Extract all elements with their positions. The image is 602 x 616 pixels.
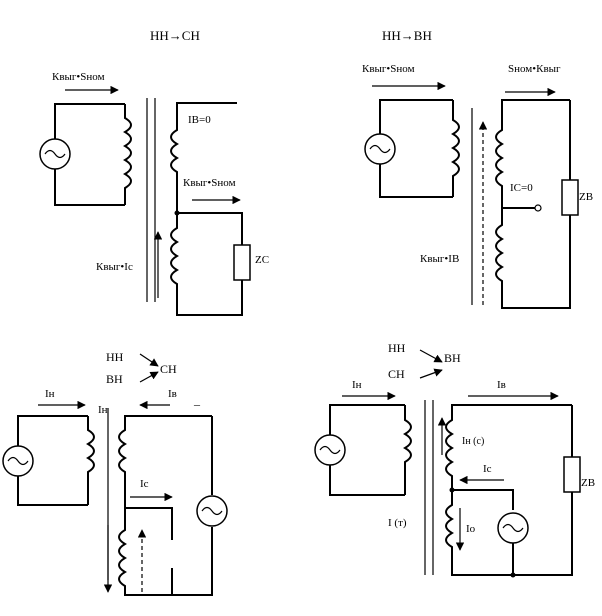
q2-current-c: IС=0	[510, 182, 533, 194]
q3-label-nn: НН	[106, 350, 124, 364]
q4-sine-icon	[319, 445, 341, 455]
q4-load-resistor	[563, 456, 581, 493]
q1-flow-out-label: Квыг•Sном	[183, 177, 236, 189]
q4-primary-coil	[403, 405, 412, 495]
q4-i-c: Iс	[483, 463, 492, 475]
q1-secondary-winding	[170, 102, 243, 316]
q4-i-v: Iв	[497, 379, 506, 391]
q3-sn-wire	[125, 507, 173, 540]
q1-current-b: IВ=0	[188, 114, 211, 126]
q3-i-n-left: Iн	[45, 388, 55, 400]
q3-i-v: Iв	[168, 388, 177, 400]
q3-label-vn: ВН	[106, 372, 123, 386]
q4-sn-wire	[452, 489, 514, 510]
q3-arrow-vn-sn	[139, 371, 159, 383]
q2-flow-out-label: Sном•Квыг	[508, 63, 561, 75]
q4-arrow-nn-vn	[419, 349, 443, 363]
q4-i-n: Iн	[352, 379, 362, 391]
q3-i-n-mid: Iн	[98, 404, 108, 416]
q3-primary-coil	[86, 416, 95, 505]
q4-load-label: ZВ	[581, 477, 595, 489]
q4-sine-sn-icon	[502, 523, 524, 533]
q4-label-nn: НН	[388, 341, 406, 355]
q1-load-label: ZС	[255, 254, 269, 266]
q2-title: НН→ВН	[382, 28, 432, 43]
q4-arrow-sn-vn	[419, 368, 443, 379]
q1-title: НН→СН	[150, 28, 200, 43]
q4-auto-winding	[445, 404, 573, 576]
q1-sn-wire	[177, 212, 243, 245]
q3-sine-icon	[7, 456, 29, 466]
q2-primary-coil	[451, 100, 460, 197]
q2-sine-icon	[369, 144, 391, 154]
q3-i-c: Iс	[140, 478, 149, 490]
q1-sine-icon	[44, 149, 66, 159]
q2-load-label: ZВ	[579, 191, 593, 203]
q4-label-sn: СН	[388, 367, 405, 381]
q4-i-t: I (т)	[388, 517, 407, 529]
q2-secondary-winding	[495, 99, 571, 309]
q1-current-c: Квыг•Iс	[96, 261, 133, 273]
diagram-autotransformer-right: НН СН ВН Iн Iв ZВ Iн (с) Iс I (т) Iо	[314, 341, 595, 578]
q2-load-resistor	[561, 179, 579, 216]
diagram-nn-to-sn: НН→СН Квыг•Sном ZС IВ=0 Квыг•Sном Квыг•I…	[39, 28, 269, 316]
q4-i-o: Iо	[466, 523, 476, 535]
q2-open-terminal	[534, 204, 542, 212]
q4-bottom-node	[510, 572, 516, 578]
q1-primary-coil	[123, 104, 132, 205]
diagram-autotransformer-left: НН ВН СН Iн Iн Iв _ Iс	[2, 350, 228, 596]
q3-dash: _	[193, 393, 201, 407]
q1-load-resistor	[233, 244, 251, 281]
q3-sine-vn-icon	[201, 506, 223, 516]
q2-flow-in-label: Квыг•Sном	[362, 63, 415, 75]
q4-label-vn: ВН	[444, 351, 461, 365]
q3-arrow-nn-sn	[139, 353, 159, 367]
q3-label-sn: СН	[160, 362, 177, 376]
q2-current-b: Квыг•IВ	[420, 253, 459, 265]
q3-auto-winding	[118, 415, 213, 596]
q1-flow-in-label: Квыг•Sном	[52, 71, 105, 83]
q4-i-nc: Iн (с)	[462, 436, 484, 447]
diagram-nn-to-vn: НН→ВН Квыг•Sном Sном•Квыг ZВ IС=0 Квыг•I…	[362, 28, 593, 309]
